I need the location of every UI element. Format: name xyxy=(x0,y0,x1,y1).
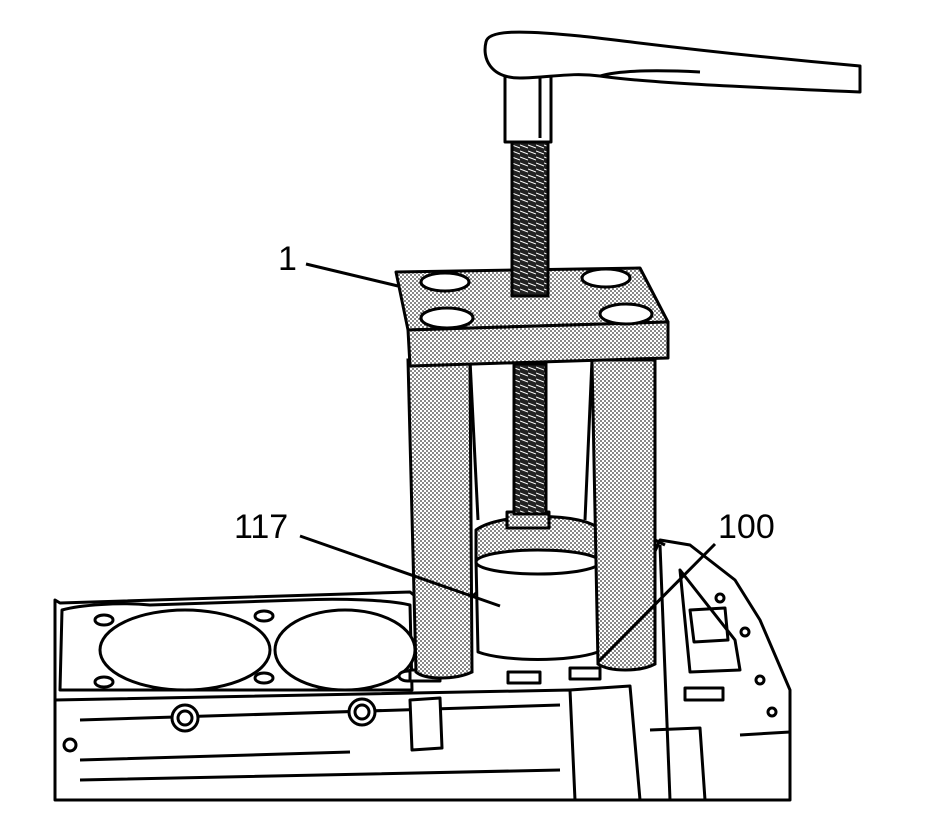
bolt-hole xyxy=(93,613,115,627)
block-hole xyxy=(714,592,726,604)
block-slot xyxy=(678,568,742,674)
leader-line-1 xyxy=(305,262,399,288)
plate-hole xyxy=(419,306,475,330)
deck-slot xyxy=(568,666,602,681)
cylinder-bore-1 xyxy=(98,608,272,692)
callout-100: 100 xyxy=(718,508,775,546)
installer-cup xyxy=(474,510,602,661)
callout-117: 117 xyxy=(234,508,289,546)
puller-leg-left xyxy=(406,358,474,680)
deck-slot xyxy=(506,670,542,685)
callout-1: 1 xyxy=(278,240,297,278)
block-slot xyxy=(683,686,725,702)
leader-line-100 xyxy=(596,542,717,664)
puller-legs xyxy=(406,358,666,680)
bolt-hole xyxy=(93,675,115,689)
plate-hole xyxy=(598,302,654,326)
block-boss-hole xyxy=(353,703,371,721)
block-hole xyxy=(766,706,778,718)
plate-hole xyxy=(419,271,471,293)
leader-line-117 xyxy=(299,534,501,608)
block-boss-hole xyxy=(176,709,194,727)
block-hole xyxy=(739,626,751,638)
plate-hole xyxy=(580,267,632,289)
leader-lines xyxy=(299,262,717,664)
puller-top-plate xyxy=(394,266,670,368)
puller-leg-right xyxy=(590,358,657,672)
bolt-hole xyxy=(253,671,275,685)
block-bracket xyxy=(408,696,444,752)
block-hole xyxy=(754,674,766,686)
block-hole xyxy=(62,737,78,753)
ratchet-wrench-icon xyxy=(483,30,862,144)
cylinder-bore-2 xyxy=(273,608,417,692)
bolt-hole xyxy=(253,609,275,623)
